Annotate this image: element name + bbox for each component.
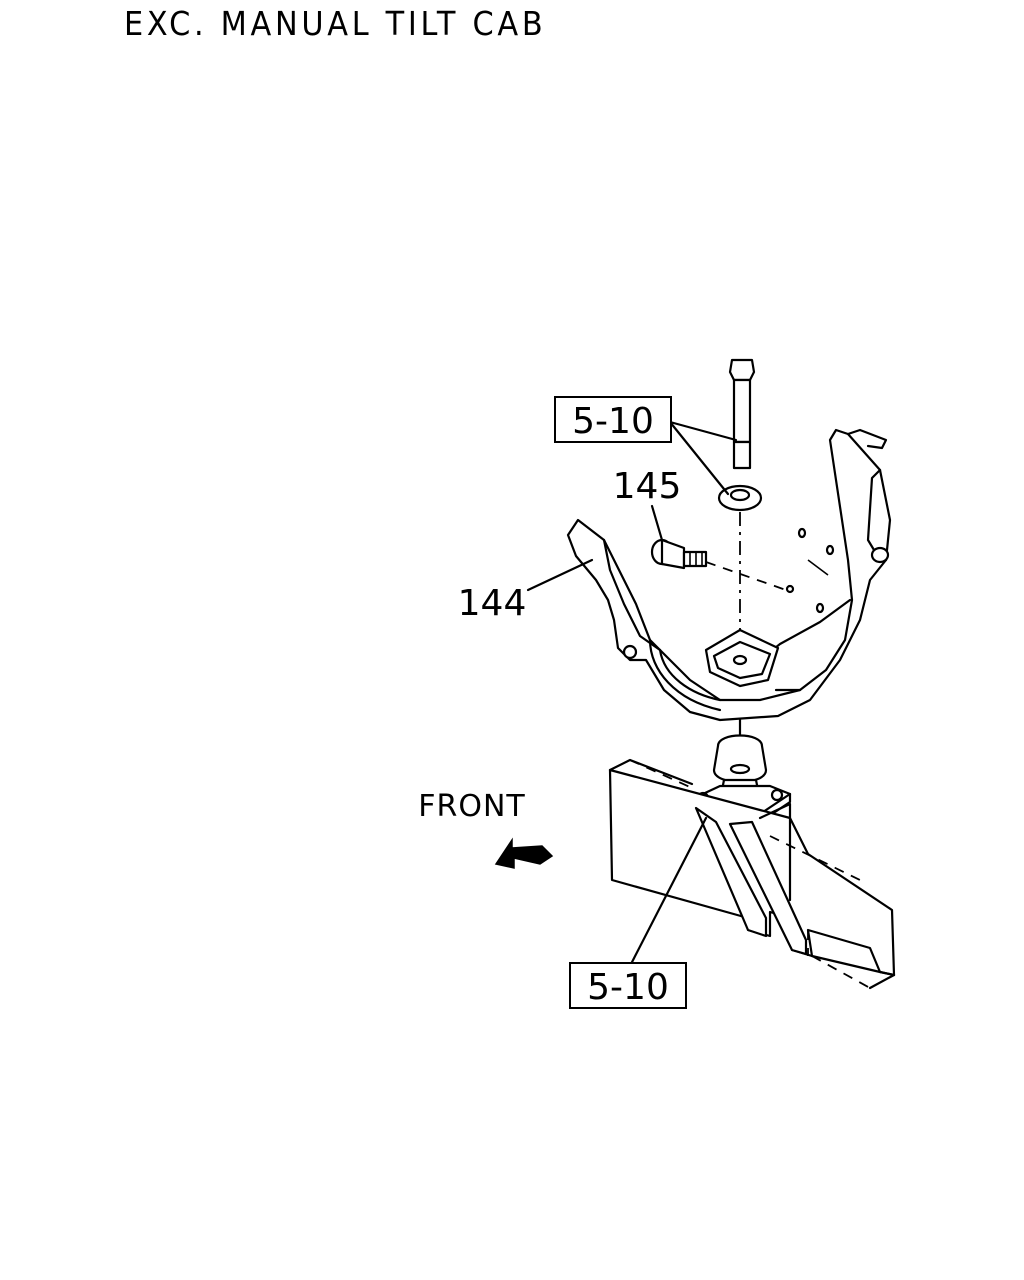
ref-bottom-text: 5-10 [587,967,669,1008]
ref-box-bottom[interactable]: 5-10 [569,962,687,1009]
leader-ref-top-washer [668,420,730,496]
leader-144 [526,558,594,592]
ref-box-top[interactable]: 5-10 [554,396,672,443]
cab-mount-bracket [566,428,892,722]
stud-145 [650,538,787,591]
part-145-label[interactable]: 145 [613,466,682,507]
front-arrow-icon [494,837,554,869]
leader-ref-bottom [628,816,708,968]
front-label: FRONT [418,789,525,824]
frame-rail [608,758,896,990]
ref-top-text: 5-10 [572,401,654,442]
washer [717,484,763,512]
leader-145 [650,504,664,542]
bolt-top [728,358,756,470]
page-title: EXC. MANUAL TILT CAB [124,4,547,43]
leader-ref-top-bolt [668,420,738,442]
part-144-label[interactable]: 144 [458,583,527,624]
